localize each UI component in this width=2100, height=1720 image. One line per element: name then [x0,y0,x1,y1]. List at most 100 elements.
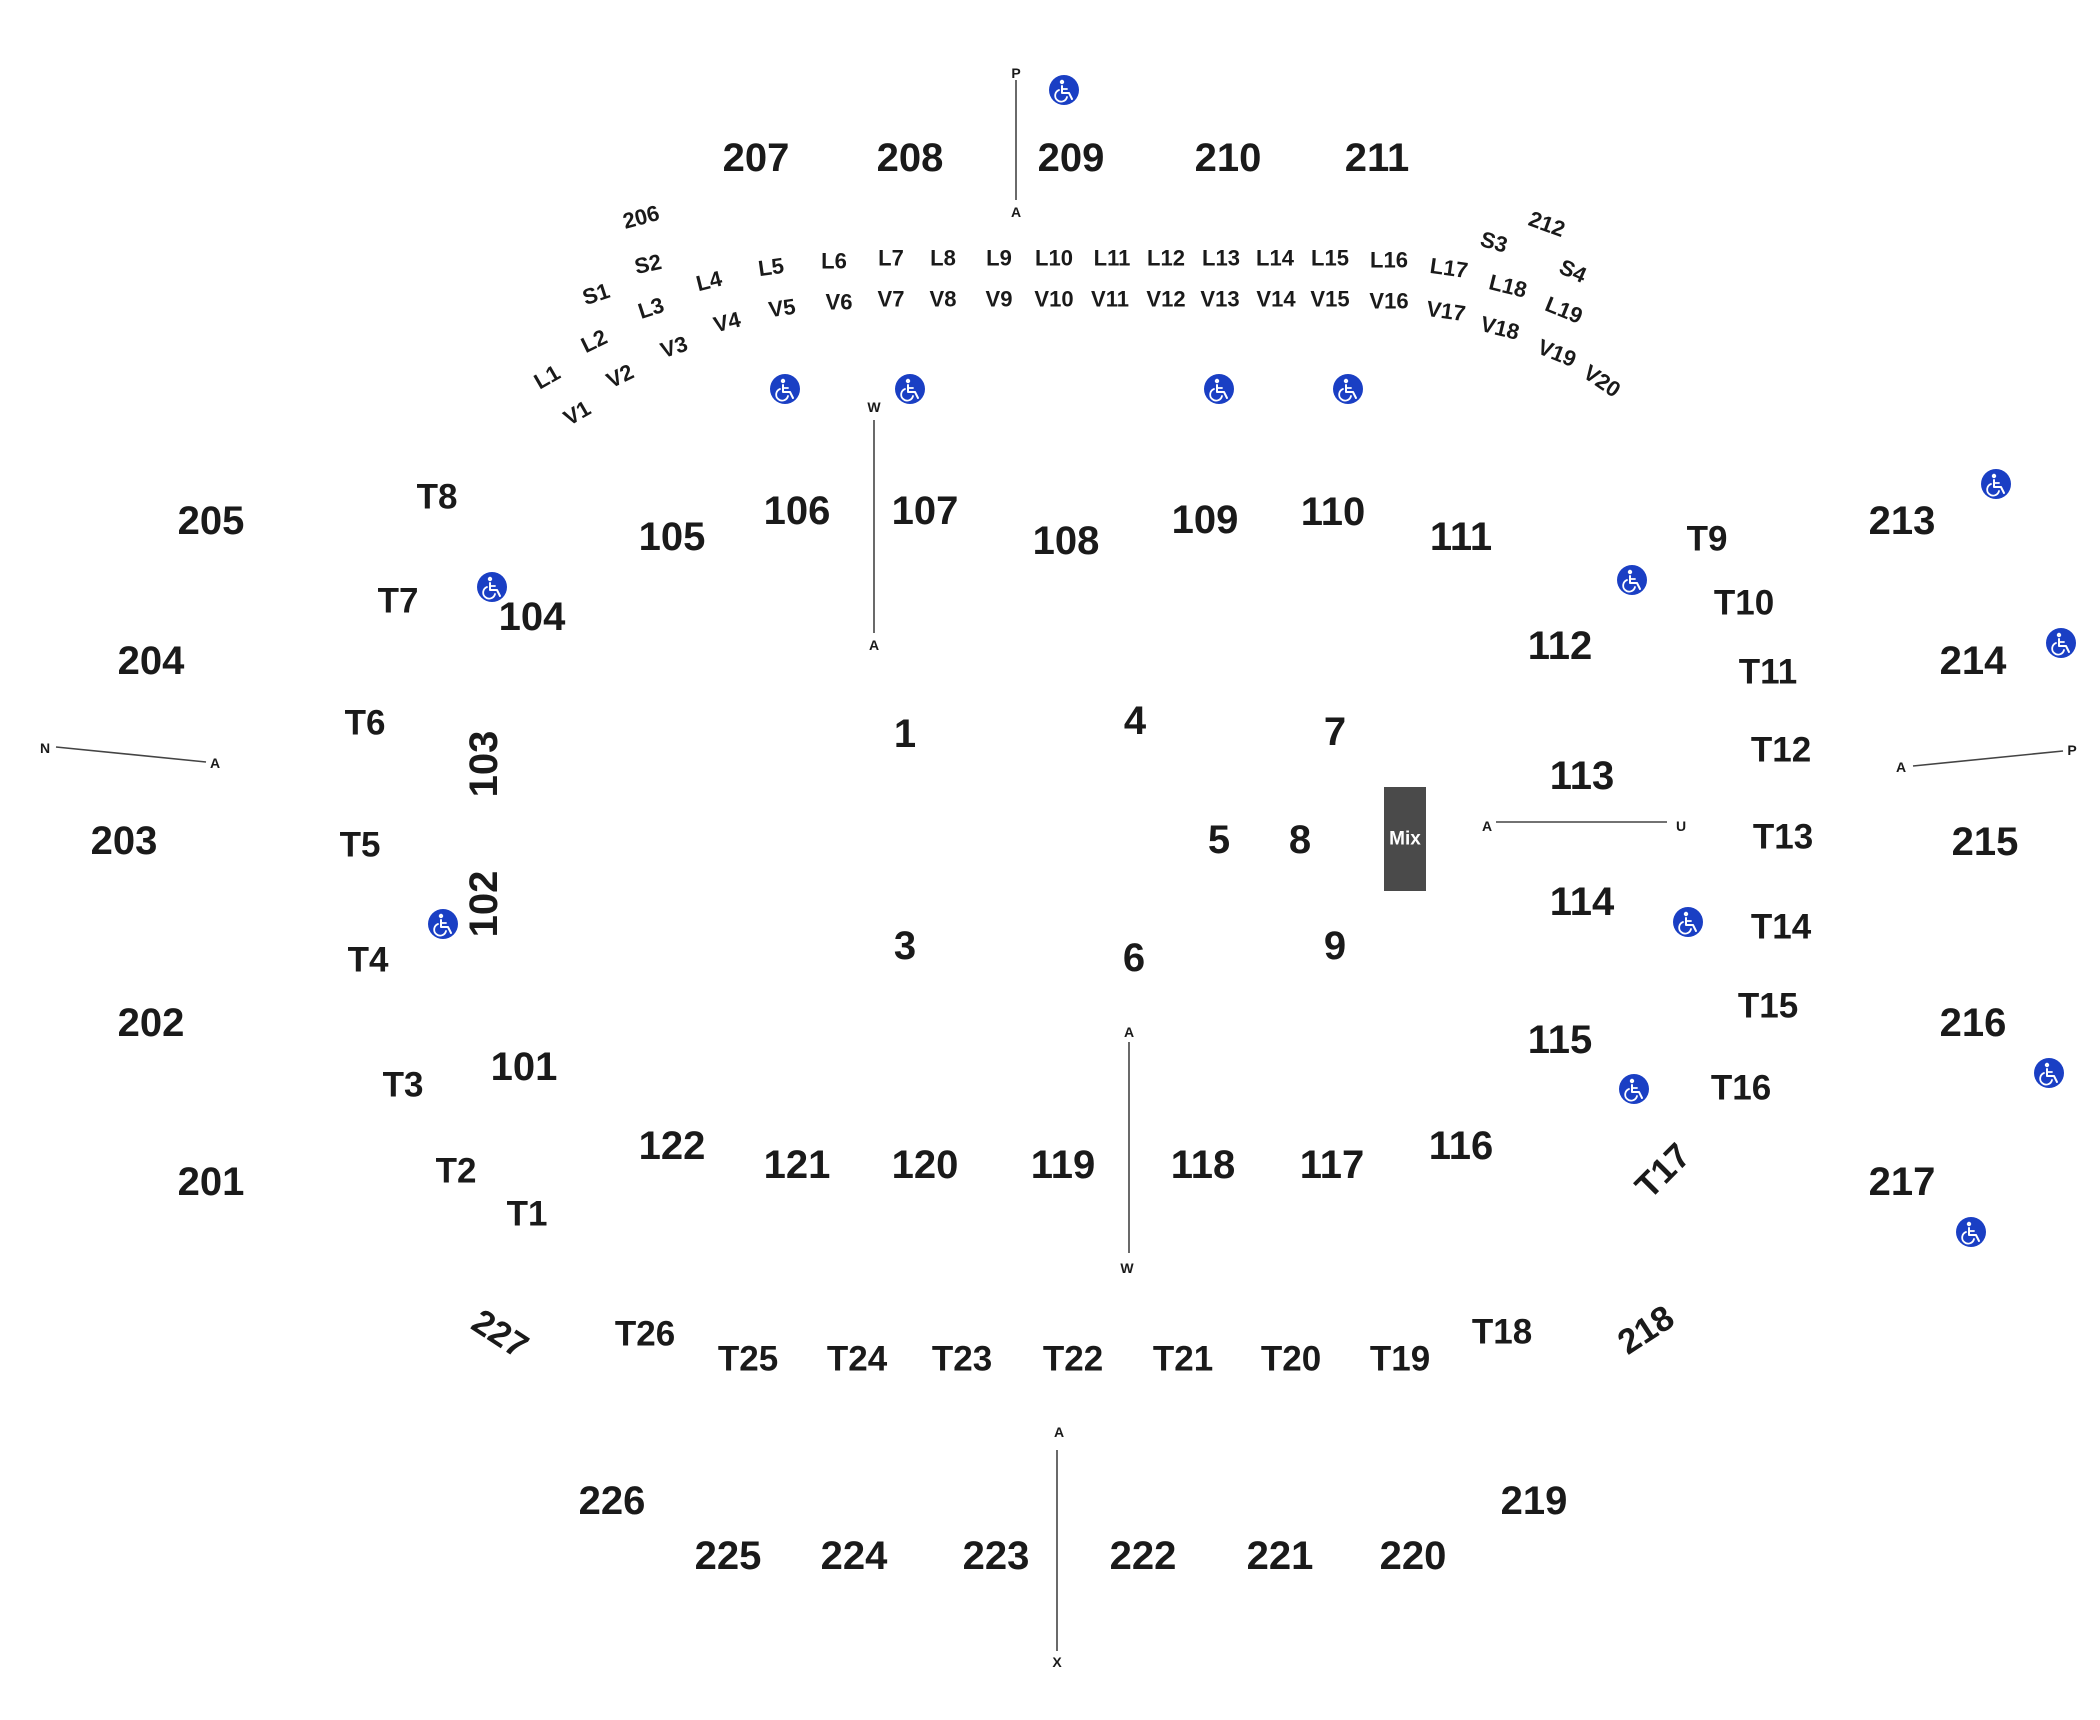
section-l16[interactable]: L16 [1370,248,1408,273]
section-222[interactable]: 222 [1110,1534,1177,1578]
section-111[interactable]: 111 [1430,515,1492,559]
section-211[interactable]: 211 [1345,136,1410,180]
section-t21[interactable]: T21 [1153,1340,1213,1379]
section-t6[interactable]: T6 [345,704,386,743]
section-t5[interactable]: T5 [340,826,381,865]
section-215[interactable]: 215 [1952,820,2019,864]
section-l4[interactable]: L4 [694,266,726,297]
section-v8[interactable]: V8 [930,287,957,312]
section-l14[interactable]: L14 [1256,246,1295,271]
section-202[interactable]: 202 [118,1001,185,1045]
section-223[interactable]: 223 [963,1534,1030,1578]
floor-section-1[interactable]: 1 [894,712,916,756]
section-t20[interactable]: T20 [1261,1340,1321,1379]
section-105[interactable]: 105 [639,515,706,559]
section-112[interactable]: 112 [1528,624,1593,668]
section-t7[interactable]: T7 [378,582,419,621]
section-226[interactable]: 226 [579,1479,646,1523]
section-v10[interactable]: V10 [1034,287,1073,312]
section-104[interactable]: 104 [499,595,566,639]
section-121[interactable]: 121 [764,1143,831,1187]
section-s2[interactable]: S2 [632,249,664,279]
section-224[interactable]: 224 [821,1534,888,1578]
section-l7[interactable]: L7 [878,246,904,271]
section-l12[interactable]: L12 [1147,246,1185,271]
section-210[interactable]: 210 [1195,136,1262,180]
section-106[interactable]: 106 [764,489,831,533]
section-219[interactable]: 219 [1501,1479,1568,1523]
floor-section-6[interactable]: 6 [1123,936,1145,980]
section-v3[interactable]: V3 [657,331,690,363]
section-t26[interactable]: T26 [615,1315,675,1354]
section-s3[interactable]: S3 [1478,226,1511,257]
floor-section-9[interactable]: 9 [1324,924,1346,968]
section-116[interactable]: 116 [1429,1124,1494,1168]
section-204[interactable]: 204 [118,639,185,683]
section-v14[interactable]: V14 [1256,287,1296,312]
section-v20[interactable]: V20 [1579,360,1625,403]
section-v18[interactable]: V18 [1478,311,1522,345]
section-s4[interactable]: S4 [1556,254,1591,288]
section-t4[interactable]: T4 [348,941,389,980]
section-205[interactable]: 205 [178,499,245,543]
section-209[interactable]: 209 [1038,136,1105,180]
section-t14[interactable]: T14 [1751,908,1812,947]
section-t9[interactable]: T9 [1687,520,1728,559]
section-l18[interactable]: L18 [1487,269,1530,302]
section-214[interactable]: 214 [1940,639,2007,683]
section-t16[interactable]: T16 [1711,1069,1771,1108]
section-225[interactable]: 225 [695,1534,762,1578]
section-l1[interactable]: L1 [530,360,565,394]
floor-section-8[interactable]: 8 [1289,818,1311,862]
section-107[interactable]: 107 [892,489,959,533]
section-v5[interactable]: V5 [767,294,797,323]
section-109[interactable]: 109 [1172,498,1239,542]
section-l6[interactable]: L6 [821,249,847,274]
floor-section-4[interactable]: 4 [1124,699,1147,743]
floor-section-7[interactable]: 7 [1324,710,1346,754]
section-220[interactable]: 220 [1380,1534,1447,1578]
section-t13[interactable]: T13 [1753,818,1813,857]
section-v12[interactable]: V12 [1146,287,1185,312]
section-108[interactable]: 108 [1033,519,1100,563]
section-v19[interactable]: V19 [1534,334,1580,372]
floor-section-5[interactable]: 5 [1208,818,1230,862]
section-l13[interactable]: L13 [1202,246,1240,271]
section-v16[interactable]: V16 [1369,289,1408,314]
section-t11[interactable]: T11 [1739,653,1797,692]
section-207[interactable]: 207 [723,136,790,180]
section-l19[interactable]: L19 [1542,291,1587,328]
section-t15[interactable]: T15 [1738,987,1798,1026]
section-l9[interactable]: L9 [986,246,1012,271]
section-110[interactable]: 110 [1301,490,1366,534]
section-l3[interactable]: L3 [635,292,667,324]
section-120[interactable]: 120 [892,1143,959,1187]
section-l17[interactable]: L17 [1428,253,1469,283]
floor-section-3[interactable]: 3 [894,924,916,968]
section-119[interactable]: 119 [1031,1143,1096,1187]
section-v2[interactable]: V2 [602,359,637,393]
section-217[interactable]: 217 [1869,1160,1936,1204]
section-v13[interactable]: V13 [1200,287,1239,312]
section-t24[interactable]: T24 [827,1340,888,1379]
section-101[interactable]: 101 [491,1045,558,1089]
section-203[interactable]: 203 [91,819,158,863]
section-212[interactable]: 212 [1525,206,1568,242]
section-118[interactable]: 118 [1171,1143,1236,1187]
section-v6[interactable]: V6 [826,290,853,315]
section-208[interactable]: 208 [877,136,944,180]
section-l2[interactable]: L2 [577,324,611,358]
section-t23[interactable]: T23 [932,1340,992,1379]
section-t8[interactable]: T8 [417,478,458,517]
section-115[interactable]: 115 [1528,1018,1593,1062]
section-103[interactable]: 103 [462,731,506,798]
section-102[interactable]: 102 [462,871,506,938]
section-201[interactable]: 201 [178,1160,245,1204]
section-213[interactable]: 213 [1869,499,1936,543]
section-216[interactable]: 216 [1940,1001,2007,1045]
section-113[interactable]: 113 [1550,754,1615,798]
section-v7[interactable]: V7 [878,287,905,312]
section-v9[interactable]: V9 [986,287,1013,312]
section-t1[interactable]: T1 [507,1195,548,1234]
section-114[interactable]: 114 [1550,880,1615,924]
